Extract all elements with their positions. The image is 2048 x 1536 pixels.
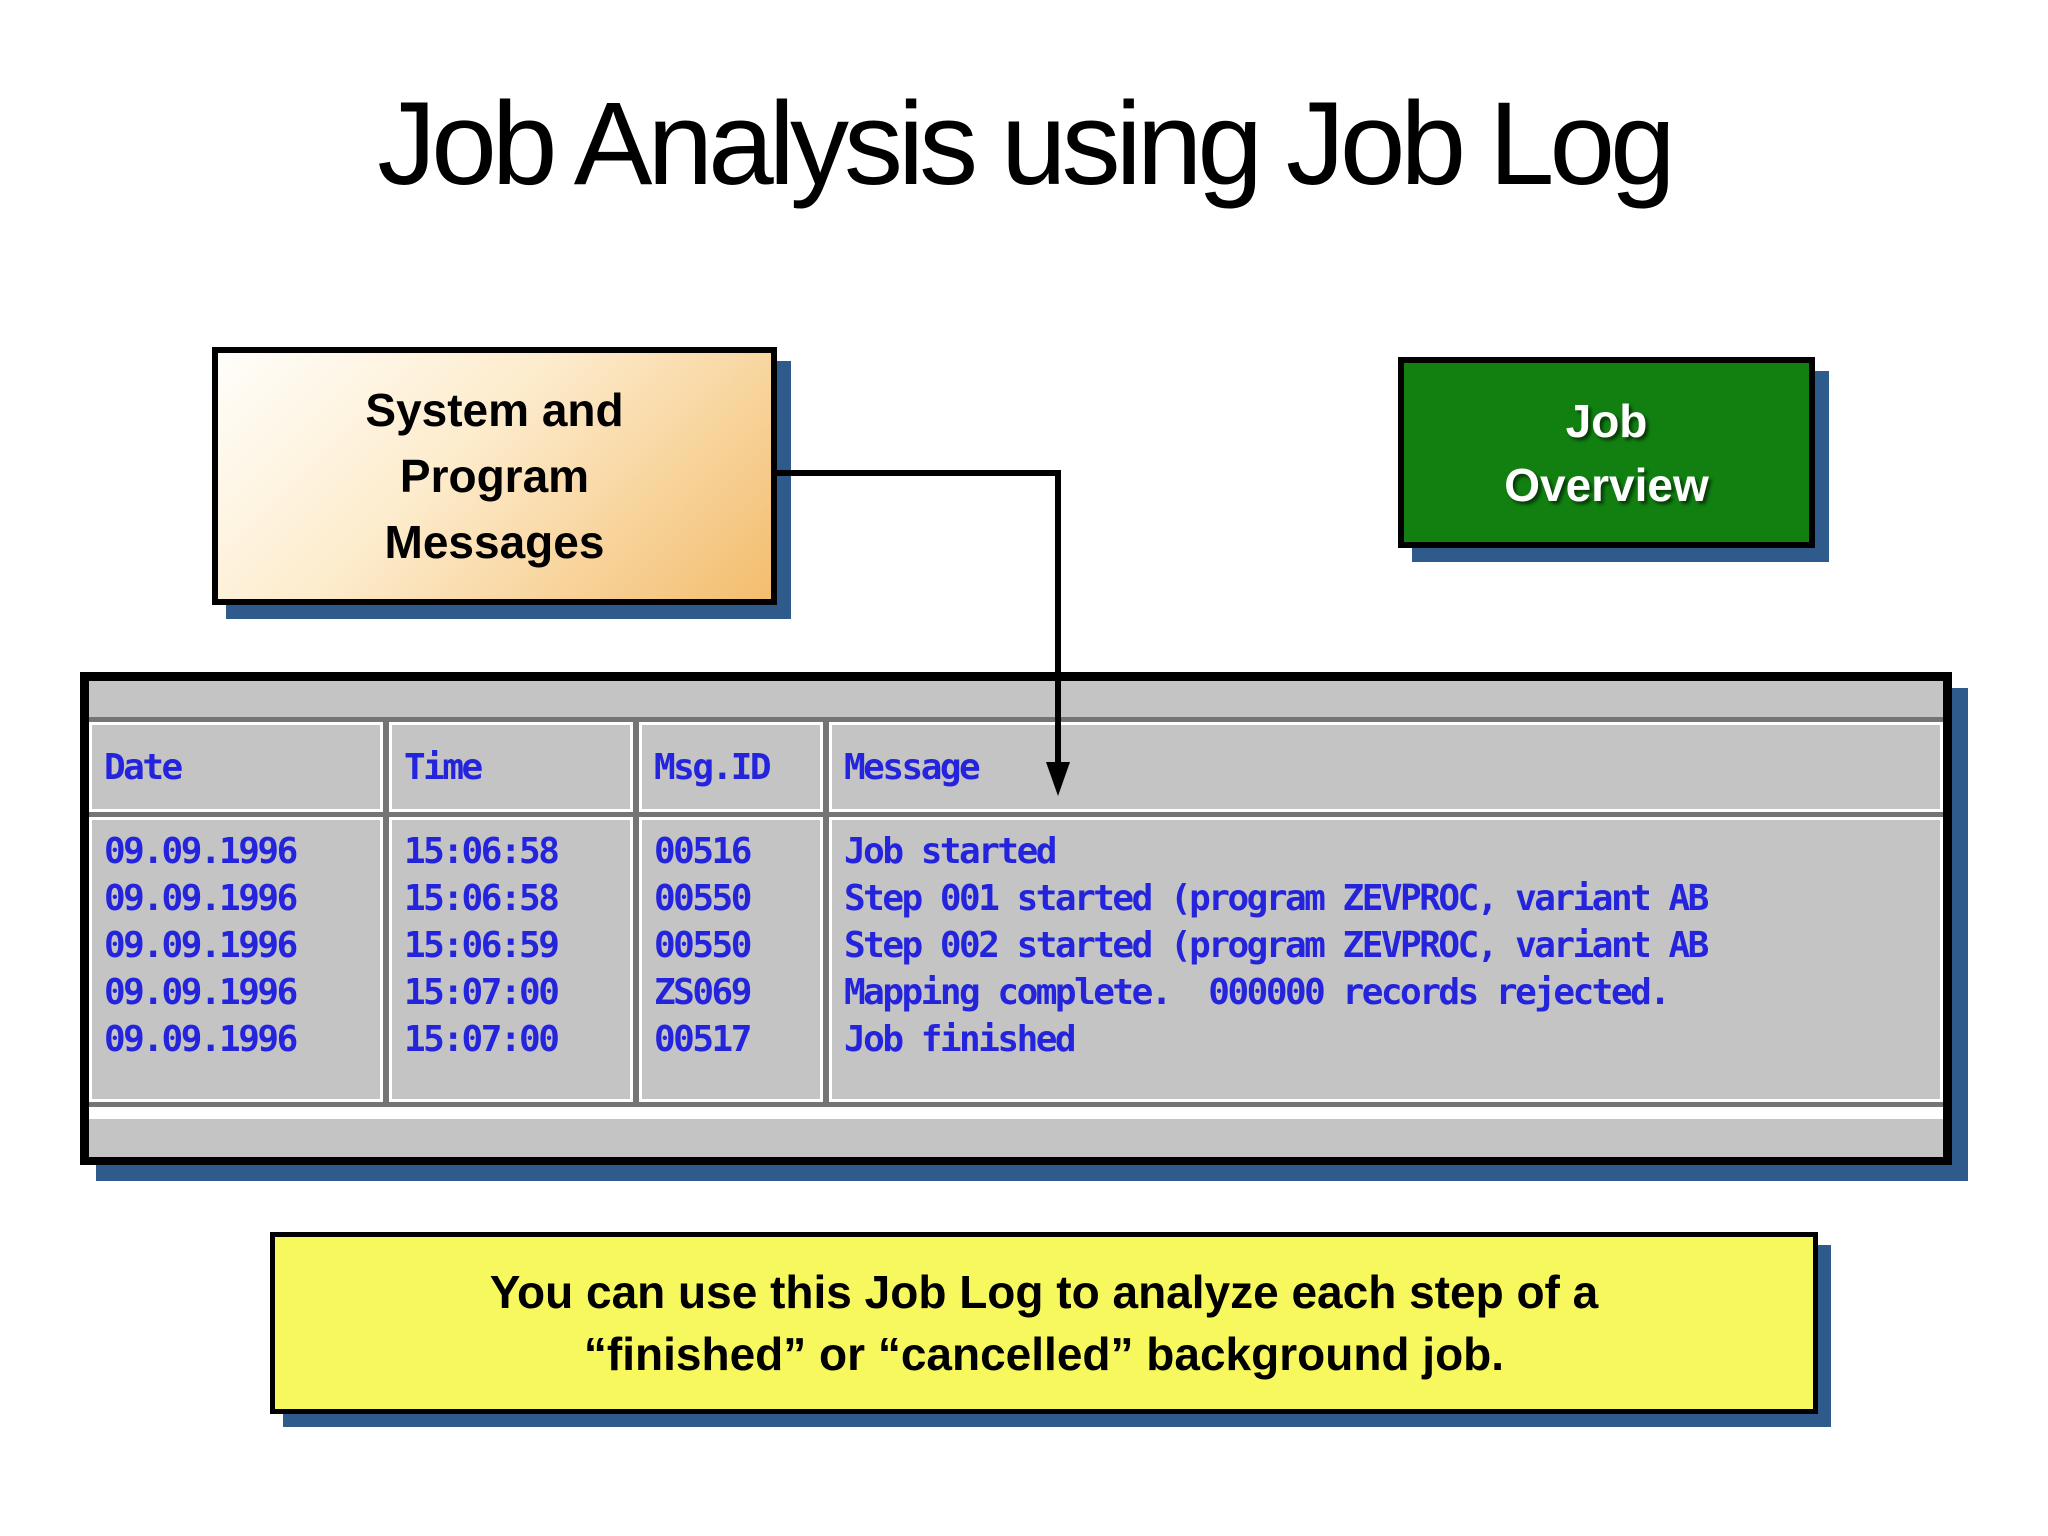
log-cell: Mapping complete. 000000 records rejecte… bbox=[844, 972, 1671, 1013]
connector-line-vertical bbox=[1055, 470, 1061, 766]
log-cell: 15:06:59 bbox=[404, 925, 560, 966]
log-cell: 00516 bbox=[654, 831, 752, 872]
log-cell: 00550 bbox=[654, 925, 752, 966]
column-time: 15:06:58 15:06:58 15:06:59 15:07:00 15:0… bbox=[389, 817, 633, 1102]
log-cell: 09.09.1996 bbox=[104, 1019, 298, 1060]
log-cell: 09.09.1996 bbox=[104, 878, 298, 919]
connector-line-horizontal bbox=[775, 470, 1061, 476]
note-line: “finished” or “cancelled” background job… bbox=[583, 1328, 1505, 1380]
label-line: System and bbox=[365, 384, 624, 436]
log-cell: 15:06:58 bbox=[404, 831, 560, 872]
column-header-msgid: Msg.ID bbox=[639, 722, 823, 812]
log-cell: 09.09.1996 bbox=[104, 925, 298, 966]
log-cell: ZS069 bbox=[654, 972, 752, 1013]
log-cell: 15:07:00 bbox=[404, 972, 560, 1013]
job-log-scroll-strip bbox=[89, 1107, 1943, 1119]
job-log-bottom-strip bbox=[89, 1119, 1943, 1157]
label-line: Program bbox=[399, 450, 590, 502]
log-cell: Step 002 started (program ZEVPROC, varia… bbox=[844, 925, 1709, 966]
log-cell: 15:06:58 bbox=[404, 878, 560, 919]
log-cell: 00550 bbox=[654, 878, 752, 919]
column-message: Job started Step 001 started (program ZE… bbox=[829, 817, 1943, 1102]
job-overview-label-box: Job Overview bbox=[1398, 357, 1815, 548]
log-cell: Step 001 started (program ZEVPROC, varia… bbox=[844, 878, 1709, 919]
note-line: You can use this Job Log to analyze each… bbox=[489, 1266, 1599, 1318]
system-program-messages-label-box: System and Program Messages bbox=[212, 347, 777, 605]
arrow-down-icon bbox=[1046, 762, 1070, 796]
label-line: Messages bbox=[384, 516, 605, 568]
log-cell: 09.09.1996 bbox=[104, 972, 298, 1013]
label-line: Job bbox=[1565, 394, 1648, 447]
job-log-top-strip bbox=[89, 681, 1943, 717]
column-date: 09.09.1996 09.09.1996 09.09.1996 09.09.1… bbox=[89, 817, 383, 1102]
log-cell: 09.09.1996 bbox=[104, 831, 298, 872]
job-log-table: Date Time Msg.ID Message 09.09.1996 09.0… bbox=[89, 717, 1943, 1107]
log-cell: Job started bbox=[844, 831, 1057, 872]
column-header-message: Message bbox=[829, 722, 1943, 812]
log-cell: 15:07:00 bbox=[404, 1019, 560, 1060]
column-header-time: Time bbox=[389, 722, 633, 812]
log-cell: 00517 bbox=[654, 1019, 752, 1060]
label-line: Overview bbox=[1504, 458, 1709, 511]
log-cell: Job finished bbox=[844, 1019, 1077, 1060]
job-log-window: Date Time Msg.ID Message 09.09.1996 09.0… bbox=[80, 672, 1952, 1165]
column-header-date: Date bbox=[89, 722, 383, 812]
column-msgid: 00516 00550 00550 ZS069 00517 bbox=[639, 817, 823, 1102]
page-title: Job Analysis using Job Log bbox=[377, 78, 1676, 210]
note-box: You can use this Job Log to analyze each… bbox=[270, 1232, 1818, 1414]
